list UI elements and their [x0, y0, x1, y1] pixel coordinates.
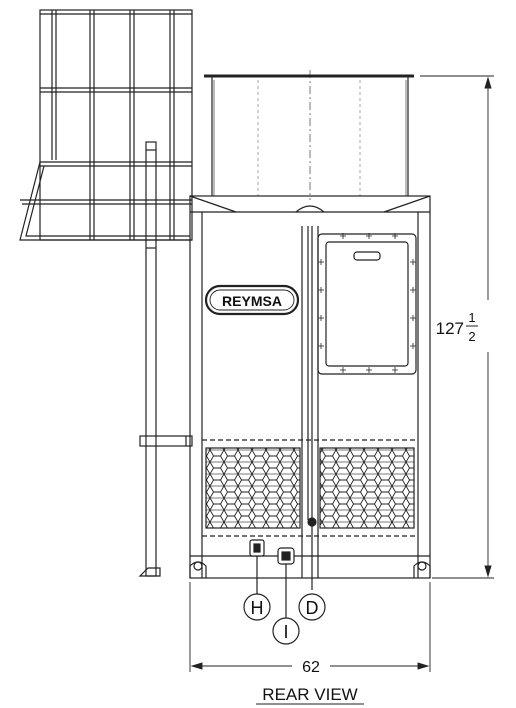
width-dimension-value: 62: [302, 659, 320, 676]
height-dimension-fraction-den: 2: [468, 329, 475, 344]
height-dimension-fraction-num: 1: [468, 310, 475, 325]
callout-i-label: I: [283, 622, 288, 642]
view-title: REAR VIEW: [262, 685, 357, 704]
connection-d: [307, 517, 317, 590]
air-inlet-louvers: [205, 447, 415, 529]
width-dimension: [189, 582, 431, 672]
connection-h: [249, 539, 265, 594]
exhaust-stack: [204, 74, 414, 196]
callout-d-circle: [298, 593, 326, 621]
height-dimension-value: 127: [436, 319, 464, 338]
access-door: [317, 233, 417, 375]
tower-body: [189, 195, 431, 579]
height-dimension: [420, 75, 494, 579]
callout-d-label: D: [306, 598, 319, 618]
logo-plate: [204, 284, 300, 316]
brand-logo-text: REYMSA: [222, 293, 282, 309]
callout-h-label: H: [251, 598, 264, 618]
ladder-railing: [19, 9, 193, 577]
connection-i: [277, 547, 295, 618]
callout-i-circle: [272, 617, 300, 645]
callout-h-circle: [243, 593, 271, 621]
